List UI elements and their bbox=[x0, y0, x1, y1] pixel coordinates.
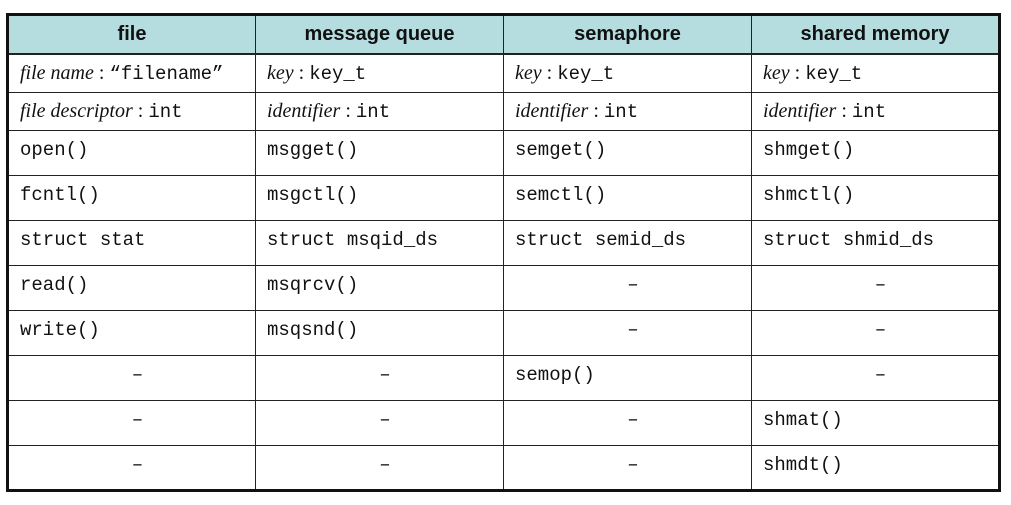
separator: : bbox=[541, 62, 558, 84]
table-row: –––shmat() bbox=[7, 400, 1000, 446]
table-cell: identifier : int bbox=[503, 92, 752, 131]
attribute-label: identifier bbox=[763, 100, 837, 122]
header-row: file message queue semaphore shared memo… bbox=[7, 14, 1000, 55]
table-cell: key : key_t bbox=[503, 53, 752, 93]
table-cell: msgget() bbox=[255, 130, 504, 176]
table-cell: struct semid_ds bbox=[503, 220, 752, 266]
empty-cell-dash: – bbox=[255, 400, 504, 446]
table-row: write()msqsnd()–– bbox=[7, 310, 1000, 356]
empty-cell-dash: – bbox=[255, 355, 504, 401]
attribute-value: key_t bbox=[805, 63, 863, 85]
table-cell: identifier : int bbox=[751, 92, 1000, 131]
table-row: open()msgget()semget()shmget() bbox=[7, 130, 1000, 176]
table-cell: shmget() bbox=[751, 130, 1000, 176]
attribute-label: key bbox=[515, 62, 542, 84]
table-cell: msqrcv() bbox=[255, 265, 504, 311]
empty-cell-dash: – bbox=[751, 355, 1000, 401]
table-cell: struct shmid_ds bbox=[751, 220, 1000, 266]
separator: : bbox=[340, 100, 356, 122]
table-cell: semget() bbox=[503, 130, 752, 176]
table-cell: struct stat bbox=[7, 220, 256, 266]
table-cell: identifier : int bbox=[255, 92, 504, 131]
table-cell: struct msqid_ds bbox=[255, 220, 504, 266]
table-cell: fcntl() bbox=[7, 175, 256, 221]
ipc-comparison-table: file message queue semaphore shared memo… bbox=[6, 13, 1001, 492]
attribute-value: key_t bbox=[557, 63, 615, 85]
attribute-value: int bbox=[355, 101, 391, 123]
attribute-value: int bbox=[148, 101, 183, 123]
attribute-value: int bbox=[851, 101, 887, 123]
table-cell: semop() bbox=[503, 355, 752, 401]
attribute-label: key bbox=[267, 62, 294, 84]
table-cell: semctl() bbox=[503, 175, 752, 221]
table-cell: file name : “filename” bbox=[7, 53, 256, 93]
column-header: file bbox=[7, 14, 256, 55]
empty-cell-dash: – bbox=[503, 400, 752, 446]
table-row: read()msqrcv()–– bbox=[7, 265, 1000, 311]
table-cell: msgctl() bbox=[255, 175, 504, 221]
table-cell: key : key_t bbox=[255, 53, 504, 93]
empty-cell-dash: – bbox=[751, 310, 1000, 356]
table-row: fcntl()msgctl()semctl()shmctl() bbox=[7, 175, 1000, 221]
table-cell: key : key_t bbox=[751, 53, 1000, 93]
separator: : bbox=[132, 100, 149, 122]
table-cell: msqsnd() bbox=[255, 310, 504, 356]
separator: : bbox=[293, 62, 310, 84]
empty-cell-dash: – bbox=[503, 310, 752, 356]
attribute-label: file name bbox=[20, 62, 94, 84]
table-cell: read() bbox=[7, 265, 256, 311]
table-cell: shmat() bbox=[751, 400, 1000, 446]
separator: : bbox=[789, 62, 806, 84]
empty-cell-dash: – bbox=[7, 400, 256, 446]
table-row: ––semop()– bbox=[7, 355, 1000, 401]
table-row: –––shmdt() bbox=[7, 445, 1000, 491]
table-row: file name : “filename” key : key_t key :… bbox=[7, 53, 1000, 93]
attribute-value: int bbox=[603, 101, 639, 123]
attribute-label: file descriptor bbox=[20, 100, 133, 122]
table-cell: write() bbox=[7, 310, 256, 356]
empty-cell-dash: – bbox=[503, 265, 752, 311]
column-header: semaphore bbox=[503, 14, 752, 55]
separator: : bbox=[836, 100, 852, 122]
function-rows: open()msgget()semget()shmget()fcntl()msg… bbox=[7, 130, 1000, 491]
attribute-value: “filename” bbox=[109, 63, 224, 85]
empty-cell-dash: – bbox=[751, 265, 1000, 311]
empty-cell-dash: – bbox=[503, 445, 752, 491]
attribute-label: identifier bbox=[515, 100, 589, 122]
table-row: file descriptor : int identifier : int i… bbox=[7, 92, 1000, 131]
attribute-label: identifier bbox=[267, 100, 341, 122]
column-header: message queue bbox=[255, 14, 504, 55]
table-cell: file descriptor : int bbox=[7, 92, 256, 131]
attribute-value: key_t bbox=[309, 63, 367, 85]
table-cell: shmdt() bbox=[751, 445, 1000, 491]
empty-cell-dash: – bbox=[255, 445, 504, 491]
table-cell: shmctl() bbox=[751, 175, 1000, 221]
attribute-label: key bbox=[763, 62, 790, 84]
empty-cell-dash: – bbox=[7, 445, 256, 491]
column-header: shared memory bbox=[751, 14, 1000, 55]
separator: : bbox=[588, 100, 604, 122]
empty-cell-dash: – bbox=[7, 355, 256, 401]
separator: : bbox=[93, 62, 110, 84]
table-cell: open() bbox=[7, 130, 256, 176]
